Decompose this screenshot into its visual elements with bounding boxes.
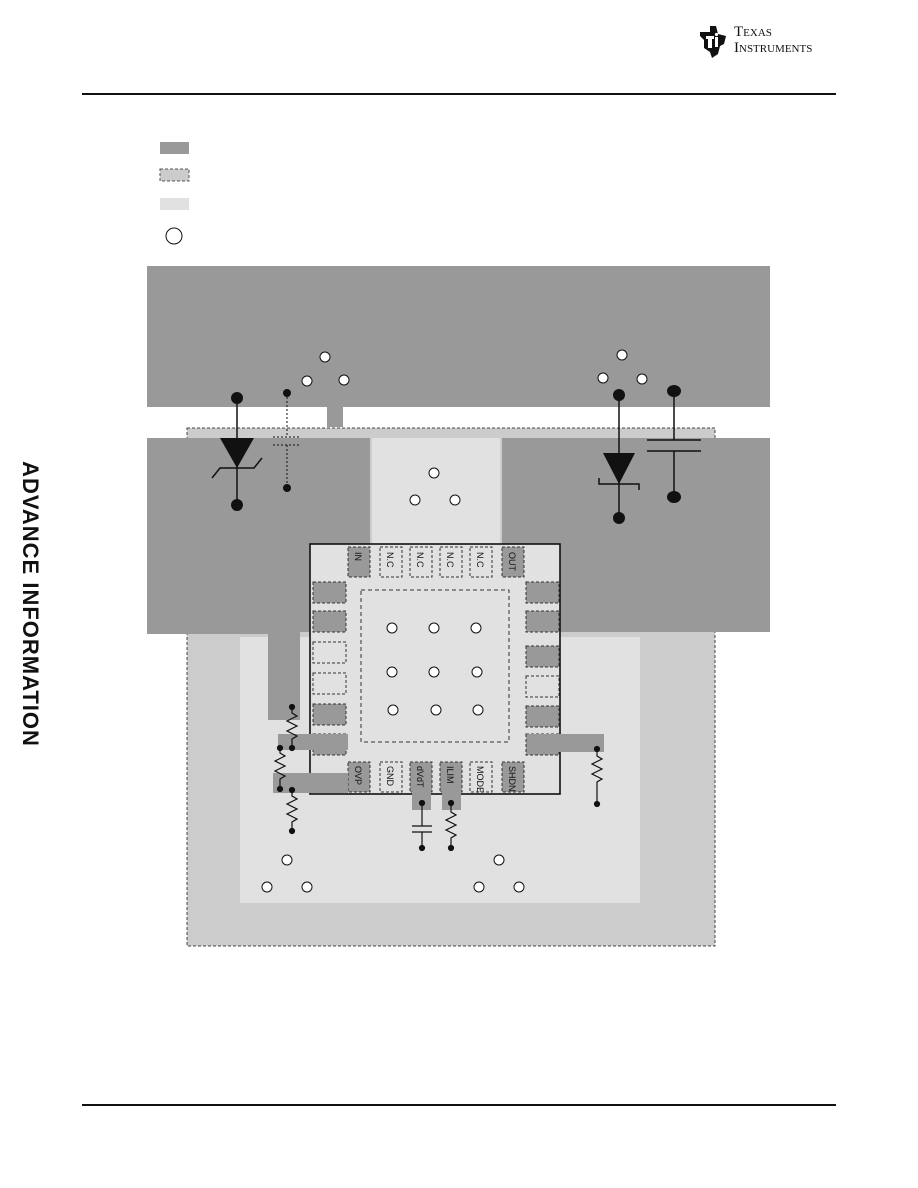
via	[428, 666, 440, 678]
logo-line-1: Texas	[734, 24, 772, 40]
via	[449, 494, 461, 506]
legend	[159, 142, 190, 245]
top-copper-in-pour	[147, 438, 370, 720]
pin-label-nc-3: N.C	[445, 552, 455, 568]
output-capacitor-icon	[647, 385, 701, 503]
right-pin-pad-2	[525, 610, 560, 633]
pin-label-ovp: OVP	[353, 766, 363, 785]
right-pin-pad-1	[525, 581, 560, 604]
pin-pad-nc-1	[379, 546, 403, 578]
pin-pad-gnd	[379, 761, 403, 793]
pin-pad-mode	[469, 761, 493, 793]
ilim-resistor-icon	[444, 799, 458, 852]
right-pin-pad-5	[525, 705, 560, 728]
via	[470, 622, 482, 634]
via	[428, 467, 440, 479]
via	[386, 666, 398, 678]
pin-label-dvdt: dVdT	[415, 766, 425, 788]
pin-pad-ovp	[347, 761, 371, 793]
trace-right-to-resistor	[527, 734, 604, 752]
legend-via-circle	[165, 227, 183, 245]
texas-instruments-logo: Texas Instruments	[696, 22, 838, 62]
bottom-pin-row: OVP GND dVdT ILIM MODE SHDN	[347, 761, 525, 793]
via	[493, 854, 505, 866]
footer-rule	[82, 1104, 836, 1106]
via-group	[261, 349, 648, 893]
pin-label-out: OUT	[507, 552, 517, 572]
via	[319, 351, 331, 363]
via	[473, 881, 485, 893]
pin-pad-shdn	[501, 761, 525, 793]
pin-label-shdn: SHDN	[507, 766, 517, 792]
input-capacitor-icon	[273, 389, 301, 492]
via	[513, 881, 525, 893]
pin-pad-nc-3	[439, 546, 463, 578]
legend-light-layer-swatch	[160, 198, 189, 210]
via	[409, 494, 421, 506]
via	[301, 375, 313, 387]
right-pin-pad-4	[525, 675, 560, 698]
resistor-icon-right	[590, 745, 604, 808]
top-copper-tab	[327, 405, 343, 427]
resistor-icons-left	[273, 703, 299, 835]
trace-left-to-resistor	[278, 734, 348, 750]
left-pin-pad-1	[312, 581, 347, 604]
pin-label-nc-4: N.C	[475, 552, 485, 568]
pin-pad-in	[347, 546, 371, 578]
thermal-pad	[360, 589, 510, 743]
pin-label-gnd: GND	[385, 766, 395, 787]
pin-label-nc-1: N.C	[385, 552, 395, 568]
pin-label-in: IN	[353, 552, 363, 561]
top-pin-row: IN N.C N.C N.C N.C OUT	[347, 546, 525, 578]
via	[636, 373, 648, 385]
top-copper-out-pour	[502, 438, 770, 632]
pin-pad-nc-2	[409, 546, 433, 578]
via	[387, 704, 399, 716]
via	[430, 704, 442, 716]
left-pin-pad-2	[312, 610, 347, 633]
via	[428, 622, 440, 634]
via	[261, 881, 273, 893]
pin-pad-nc-4	[469, 546, 493, 578]
header-rule	[82, 93, 836, 95]
via	[338, 374, 350, 386]
legend-top-layer-swatch	[160, 142, 189, 154]
via	[616, 349, 628, 361]
via	[471, 666, 483, 678]
via	[301, 881, 313, 893]
pin-label-mode: MODE	[475, 766, 485, 793]
ti-state-icon	[700, 26, 726, 58]
left-pin-pad-4	[312, 672, 347, 695]
left-pin-pad-3	[312, 641, 347, 664]
via	[597, 372, 609, 384]
right-pin-pad-3	[525, 645, 560, 668]
via	[472, 704, 484, 716]
pin-label-nc-2: N.C	[415, 552, 425, 568]
output-diode-icon	[598, 389, 640, 524]
via	[386, 622, 398, 634]
dvdt-capacitor-icon	[412, 799, 432, 852]
via	[281, 854, 293, 866]
logo-wordmark: Texas Instruments	[734, 24, 812, 56]
top-copper-top-strip	[147, 266, 770, 407]
legend-bottom-layer-swatch	[159, 168, 190, 182]
input-tvs-diode-icon	[211, 392, 263, 511]
left-pin-pad-5	[312, 703, 347, 726]
pin-pad-out	[501, 546, 525, 578]
pin-label-ilim: ILIM	[445, 766, 455, 784]
logo-line-2: Instruments	[734, 40, 813, 56]
